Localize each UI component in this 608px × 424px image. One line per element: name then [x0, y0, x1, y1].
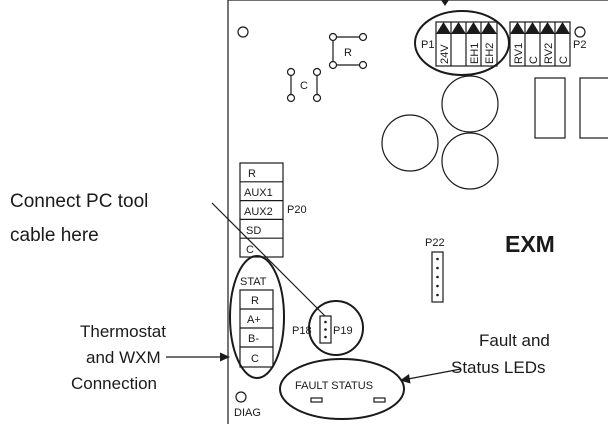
p18-label: P18 — [292, 325, 312, 337]
relay-r-symbol: R — [328, 32, 368, 70]
stat-label: STAT — [240, 276, 267, 288]
stat-pin: B- — [248, 333, 259, 345]
capacitor — [441, 132, 499, 190]
stat-terminal-block: STAT R A+ B- C — [239, 276, 274, 368]
relay-c-symbol: C — [286, 67, 322, 103]
p20-pin: AUX1 — [244, 187, 273, 199]
capacitor — [381, 114, 439, 172]
p2-pin: C — [558, 56, 570, 64]
pc-tool-callout-line2: cable here — [10, 225, 99, 246]
p1-pin: EH2 — [484, 43, 496, 64]
p20-label: P20 — [287, 204, 307, 216]
p19-label: P19 — [333, 325, 353, 337]
p2-pin: C — [528, 56, 540, 64]
p20-terminal-block: R AUX1 AUX2 SD C P20 — [239, 162, 307, 258]
thermostat-arrowhead — [220, 352, 230, 362]
leds-callout-line2: Status LEDs — [451, 358, 546, 377]
stat-pin: C — [251, 353, 259, 365]
leds-arrowhead — [400, 374, 411, 384]
stat-pin: A+ — [247, 314, 261, 326]
board-model-label: EXM — [505, 231, 555, 257]
p1-label: P1 — [421, 39, 434, 51]
p20-pin: R — [248, 168, 256, 180]
mounting-hole — [237, 26, 249, 38]
pc-tool-callout-line1: Connect PC tool — [10, 191, 148, 212]
p1-pin: 24V — [439, 44, 451, 64]
diag-label: DIAG — [234, 407, 261, 419]
stat-pin: R — [251, 295, 259, 307]
capacitor — [441, 75, 499, 133]
p1-highlight-circle — [414, 10, 510, 76]
p20-pin: SD — [246, 225, 261, 237]
mounting-hole — [235, 391, 247, 403]
stat-highlight-ellipse — [229, 255, 285, 379]
p22-label: P22 — [425, 237, 445, 249]
leds-label: FAULT STATUS — [295, 380, 373, 392]
p2-pin: RV2 — [543, 43, 555, 64]
relay-c-label: C — [300, 80, 308, 92]
p1-pin: EH1 — [469, 43, 481, 64]
leds-leader-line — [407, 368, 462, 380]
mounting-hole — [574, 26, 586, 38]
p2-terminal-block: P2 RV1 C RV2 C — [509, 21, 586, 67]
p22-connector — [431, 251, 444, 303]
leds-callout-line1: Fault and — [479, 331, 550, 350]
p20-pin: C — [246, 244, 254, 256]
thermostat-callout-line3: Connection — [71, 374, 157, 393]
leds-highlight-ellipse — [279, 358, 405, 420]
p1-terminal-block: P1 24V EH1 EH2 — [421, 21, 498, 67]
p2-label: P2 — [573, 39, 586, 51]
status-led — [373, 397, 386, 403]
p19-highlight-circle — [308, 300, 364, 356]
p20-pin: AUX2 — [244, 206, 273, 218]
thermostat-callout-line1: Thermostat — [80, 322, 166, 341]
board-outline — [227, 0, 608, 424]
fault-led — [310, 397, 323, 403]
p1-pointer-arrow — [441, 0, 449, 6]
thermostat-callout-line2: and WXM — [86, 348, 161, 367]
relay-box — [579, 77, 608, 139]
p2-pin: RV1 — [513, 43, 525, 64]
p19-connector — [319, 315, 332, 344]
relay-box — [534, 77, 566, 139]
pc-tool-leader-line — [211, 202, 326, 317]
relay-r-label: R — [344, 47, 352, 59]
